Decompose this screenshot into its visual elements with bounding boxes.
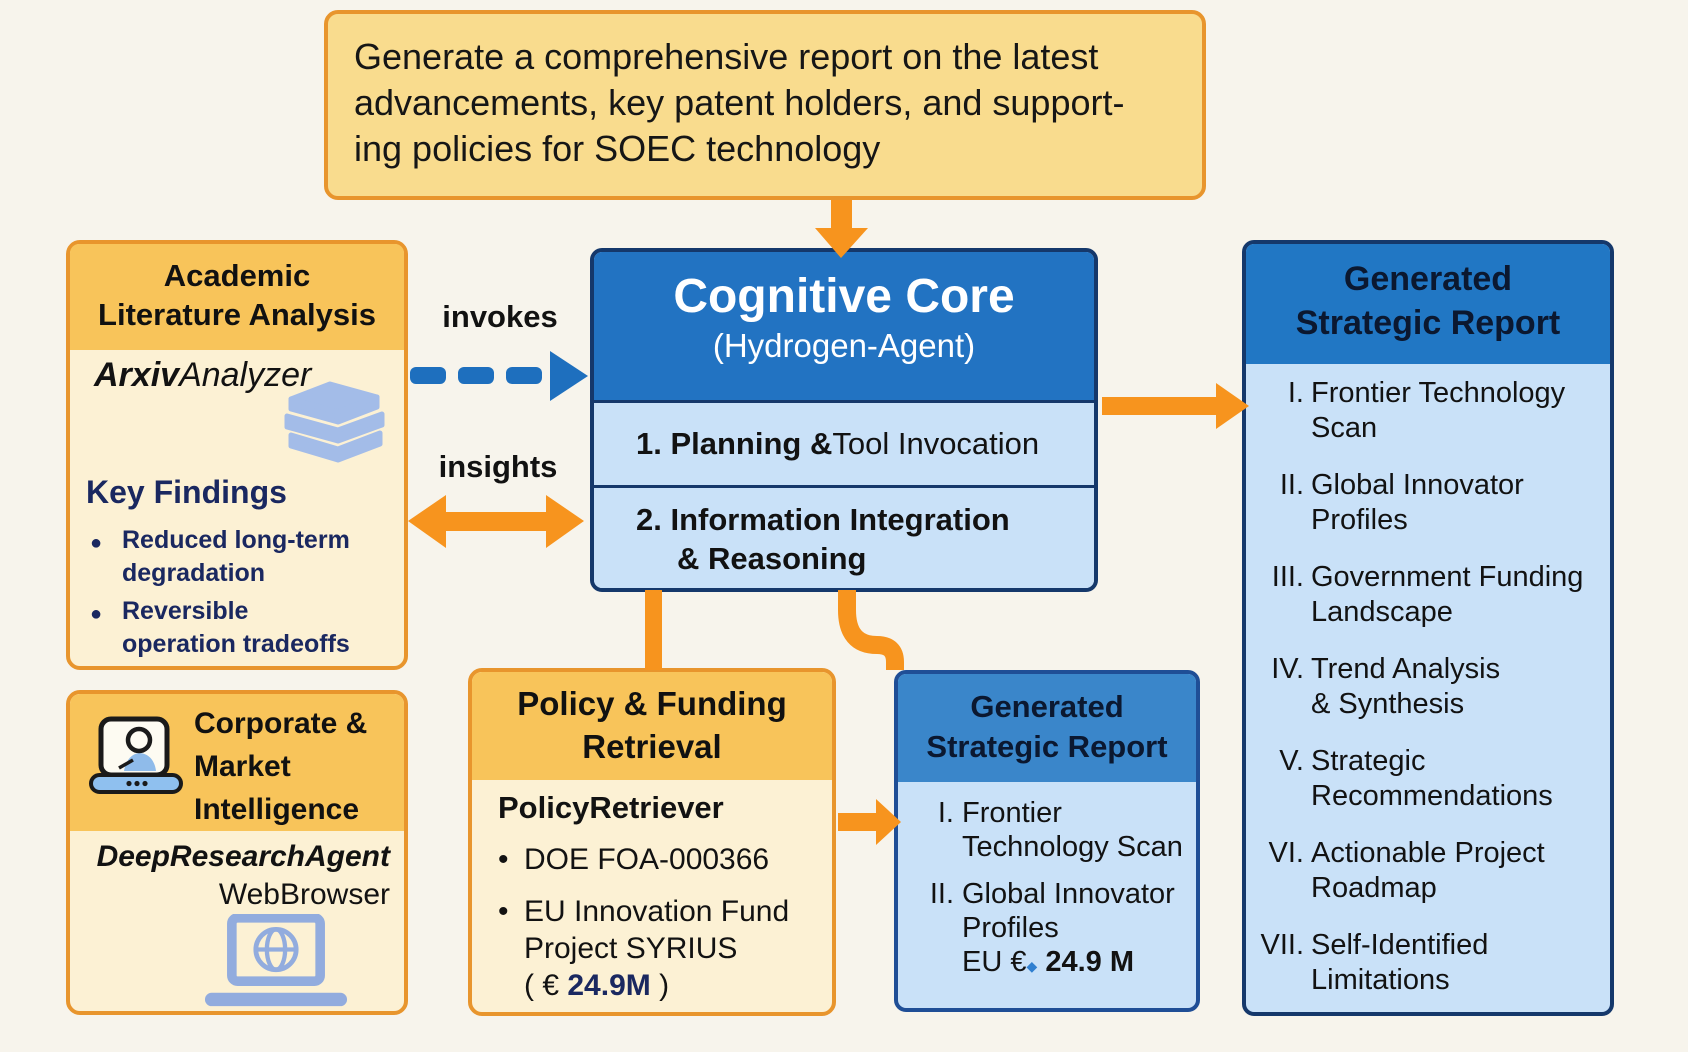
- cognitive-core-subtitle: (Hydrogen-Agent): [712, 327, 976, 364]
- insights-label: insights: [438, 449, 558, 484]
- bullet-dot-icon: [90, 595, 122, 661]
- mini-report-list: I. Frontier Technology Scan II. Global I…: [898, 782, 1196, 1008]
- report-title-line: Strategic Report: [1295, 304, 1561, 342]
- mini-report-header: Generated Strategic Report: [898, 674, 1196, 782]
- bullet-dot-icon: [498, 893, 524, 1004]
- policy-header: Policy & Funding Retrieval: [472, 672, 832, 780]
- key-findings-list: Reduced long-term degradation Reversible…: [90, 524, 350, 666]
- policy-title-line: Policy & Funding: [517, 685, 787, 722]
- sparkle-icon: ◆: [1026, 958, 1038, 974]
- laptop-globe-icon: [198, 913, 354, 1015]
- policy-body: PolicyRetriever DOE FOA-000366 EU Innova…: [498, 780, 822, 1004]
- academic-title-line: Literature Analysis: [98, 297, 376, 332]
- mini-report-title-line: Strategic Report: [926, 729, 1168, 764]
- finding-item: Reduced long-term degradation: [90, 524, 350, 590]
- finding-item: Reversible operation tradeoffs: [90, 595, 350, 661]
- key-findings-title: Key Findings: [86, 474, 287, 510]
- academic-title-line: Academic: [163, 258, 311, 293]
- strategic-report-list: I. Frontier Technology Scan II. Global I…: [1246, 364, 1610, 1012]
- eu-funding-amount: EU €◆ 24.9 M: [962, 946, 1134, 978]
- books-icon: [280, 380, 390, 485]
- report-item: III. Government Funding Landscape: [1271, 561, 1584, 628]
- deep-research-agent-label: DeepResearchAgent: [96, 840, 390, 873]
- invokes-dashed-arrow: [410, 351, 588, 401]
- policy-funding-box: Policy & Funding Retrieval PolicyRetriev…: [468, 668, 836, 1016]
- report-title-line: Generated: [1343, 260, 1513, 298]
- report-item: I. Frontier Technology Scan: [1287, 377, 1566, 444]
- cognitive-core-title: Cognitive Core: [673, 270, 1015, 323]
- core-to-mini-report-connector: [838, 590, 904, 670]
- laptop-person-icon: [86, 716, 186, 805]
- bullet-dot-icon: [90, 524, 122, 590]
- task-line: ing policies for SOEC technology: [354, 128, 881, 169]
- core-to-policy-connector: [645, 590, 662, 670]
- mini-report-item: I. Frontier Technology Scan: [937, 797, 1183, 863]
- report-item: V. Strategic Recommendations: [1279, 745, 1553, 812]
- arxiv-analyzer-label: ArxivAnalyzer: [94, 356, 312, 394]
- strategic-report-box: Generated Strategic Report I. Frontier T…: [1242, 240, 1614, 1016]
- academic-header: Academic Literature Analysis: [70, 244, 404, 350]
- corporate-header: Corporate & Market Intelligence: [70, 694, 404, 831]
- cognitive-core-box: Cognitive Core (Hydrogen-Agent) 1. Plann…: [590, 248, 1098, 592]
- report-item: VI. Actionable Project Roadmap: [1268, 837, 1545, 904]
- core-step-integration: 2. Information Integration & Reasoning: [594, 485, 1094, 588]
- policy-item: DOE FOA-000366: [498, 841, 822, 878]
- task-line: Generate a comprehensive report on the l…: [354, 36, 1099, 77]
- web-browser-label: WebBrowser: [218, 878, 390, 911]
- cognitive-core-header: Cognitive Core (Hydrogen-Agent): [594, 252, 1094, 400]
- task-prompt-box: Generate a comprehensive report on the l…: [324, 10, 1206, 200]
- funding-amount: ( € 24.9M ): [524, 969, 670, 1002]
- report-item: II. Global Innovator Profiles: [1279, 469, 1524, 536]
- insights-double-arrow: [408, 495, 584, 548]
- invokes-label: invokes: [442, 299, 558, 334]
- corporate-intelligence-box: Corporate & Market Intelligence DeepRese…: [66, 690, 408, 1015]
- mini-report-item: II. Global Innovator Profiles EU €◆ 24.9…: [914, 877, 1192, 983]
- policy-title-line: Retrieval: [582, 728, 722, 765]
- task-line: advancements, key patent holders, and su…: [354, 82, 1125, 123]
- report-item: VII. Self-Identified Limitations: [1260, 929, 1489, 996]
- policy-item: EU Innovation Fund Project SYRIUS ( € 24…: [498, 893, 822, 1004]
- policy-retriever-label: PolicyRetriever: [498, 790, 724, 825]
- report-item: IV. Trend Analysis & Synthesis: [1271, 653, 1501, 720]
- mini-report-title-line: Generated: [970, 689, 1124, 724]
- core-step-planning: 1. Planning & Tool Invocation: [594, 400, 1094, 485]
- core-to-report-arrow: [1102, 383, 1249, 429]
- bullet-dot-icon: [498, 841, 524, 878]
- mini-strategic-report-box: Generated Strategic Report I. Frontier T…: [894, 670, 1200, 1012]
- corporate-title: Corporate & Market Intelligence: [194, 707, 368, 826]
- policy-to-mini-report-arrow: [838, 799, 901, 845]
- strategic-report-header: Generated Strategic Report: [1246, 244, 1610, 364]
- academic-literature-box: Academic Literature Analysis ArxivAnalyz…: [66, 240, 408, 670]
